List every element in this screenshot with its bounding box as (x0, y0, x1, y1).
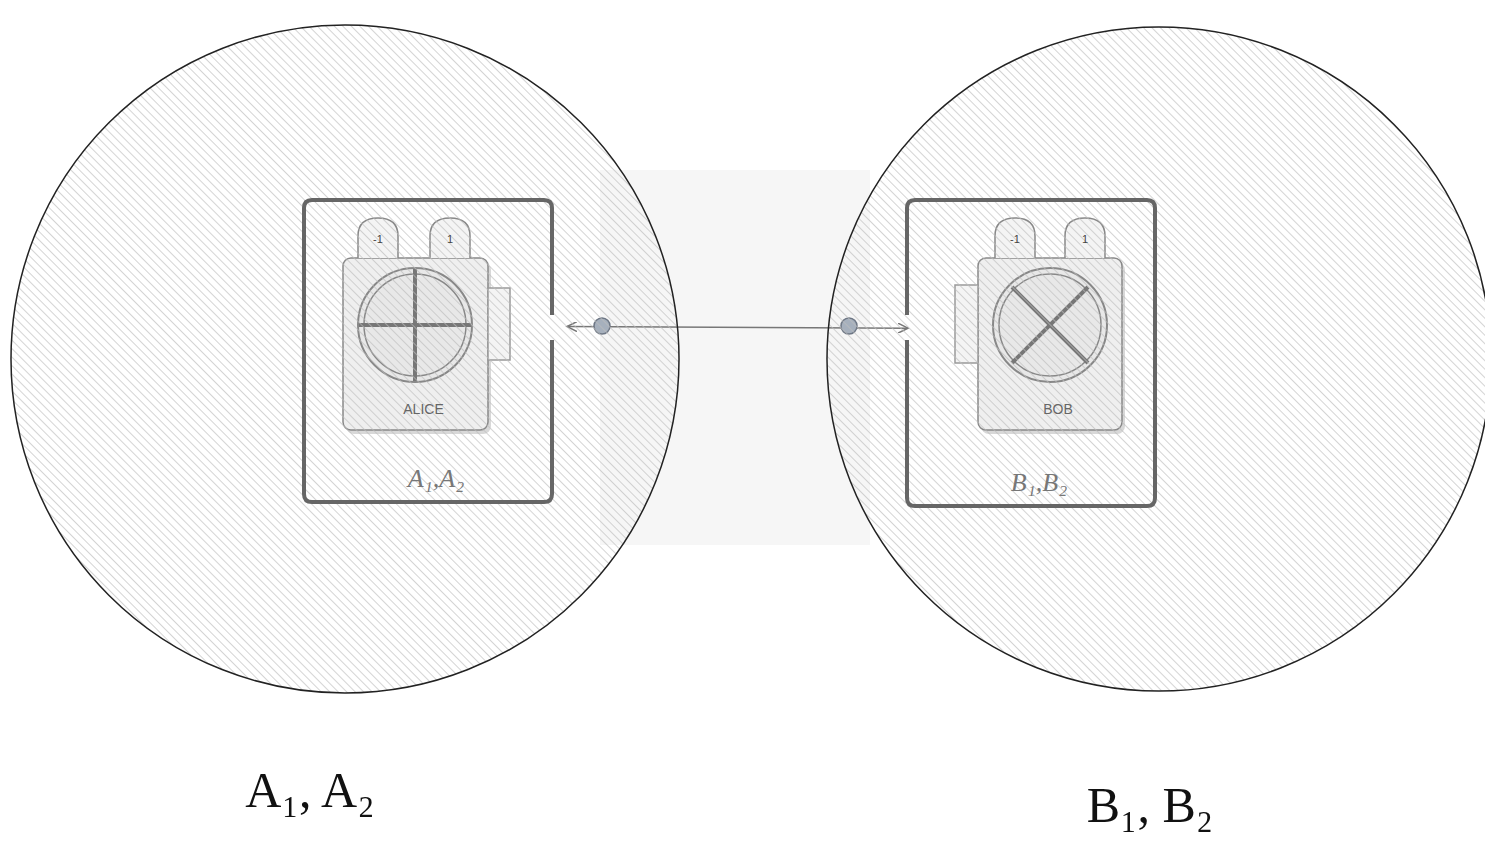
lab-enclosure: A₁,A₂ ALICE (302, 198, 570, 504)
device-label: ALICE (343, 401, 504, 418)
region-outline (11, 25, 679, 693)
text-holder: ALICE (343, 401, 504, 418)
button-value: 1 (1082, 233, 1088, 246)
text-holder: B₁,B₂ (905, 467, 1173, 498)
text-holder: A₁,A₂ (302, 463, 570, 494)
frame-outline (304, 200, 552, 502)
party-region: B₁, B₂B₁,B₂BOB (826, 8, 1485, 710)
party-region: A₁, A₂A₁,A₂ALICE (10, 8, 680, 710)
region-outline (827, 27, 1485, 691)
frame-outline (907, 200, 1155, 506)
button-value: -1 (373, 233, 383, 246)
setting-label: A₁,A₂ (302, 463, 570, 494)
region-circle (10, 8, 680, 710)
device-label: BOB (978, 401, 1138, 418)
setting-label: B₁,B₂ (905, 467, 1173, 498)
party-label: A₁, A₂ (245, 760, 374, 820)
enclosure-frame (302, 198, 570, 504)
party-label: B₁, B₂ (1087, 775, 1214, 835)
lab-enclosure: B₁,B₂ BOB (905, 198, 1173, 508)
label-holder: -1 (373, 233, 383, 246)
enclosure-frame (905, 198, 1173, 508)
measurement-device: BOB (978, 258, 1138, 430)
text-holder: A₁, A₂ (245, 760, 374, 820)
text-holder: BOB (978, 401, 1138, 418)
button-value: 1 (447, 233, 453, 246)
measurement-device: ALICE (343, 258, 504, 430)
label-holder: 1 (1082, 233, 1088, 246)
label-holder: -1 (1010, 233, 1020, 246)
label-holder: 1 (447, 233, 453, 246)
button-value: -1 (1010, 233, 1020, 246)
text-holder: B₁, B₂ (1087, 775, 1214, 835)
